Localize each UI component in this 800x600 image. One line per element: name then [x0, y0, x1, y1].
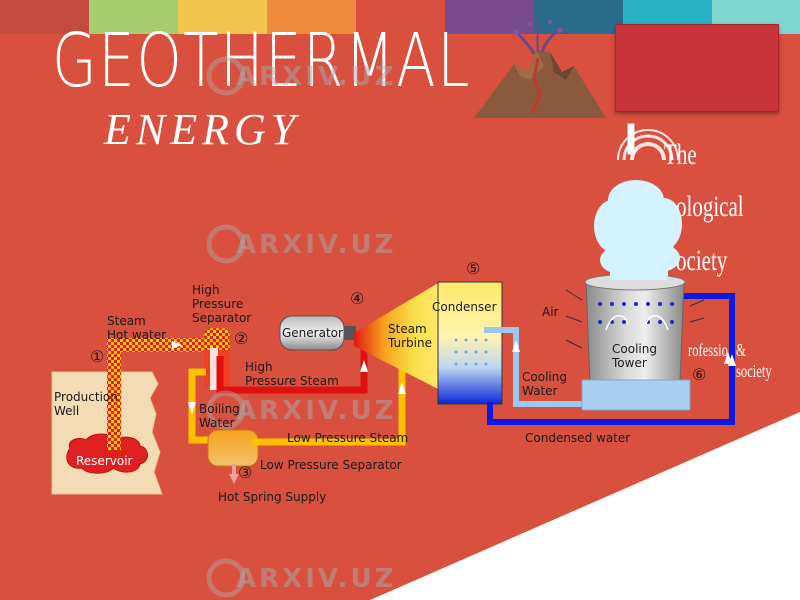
label-generator: Generator — [282, 326, 343, 340]
condenser — [437, 281, 503, 405]
label-low-pressure-separator: Low Pressure Separator — [260, 458, 402, 472]
label-cooling-water: Cooling Water — [522, 370, 567, 398]
steam-hot-water-pipe — [107, 338, 207, 352]
label-st-line-2: Turbine — [388, 336, 432, 350]
stripe-4 — [267, 0, 356, 34]
label-production-well: Production Well — [54, 390, 118, 418]
label-pw-line-2: Well — [54, 404, 80, 418]
label-ct-line-1: Cooling — [612, 342, 657, 356]
flow-arrow-1 — [172, 341, 182, 349]
slide-title: GEOTHERMAL — [52, 18, 471, 104]
society-emblem — [617, 123, 679, 161]
label-hps-line-3: Separator — [192, 311, 252, 325]
stripe-1 — [0, 0, 89, 34]
label-steam-turbine: Steam Turbine — [388, 322, 432, 350]
cooling-tower-basin — [581, 379, 691, 411]
label-steam-hot-water: Steam Hot water — [107, 314, 166, 342]
label-hps-line-1: High — [192, 283, 220, 297]
label-steam: Steam — [107, 314, 146, 328]
cooling-water-pipe — [484, 327, 586, 407]
label-pw-line-1: Production — [54, 390, 118, 404]
step-3-marker: ③ — [238, 463, 253, 482]
label-cooling-tower: Cooling Tower — [612, 342, 657, 370]
step-2-marker: ② — [234, 329, 249, 348]
watermark-line-2: ological — [676, 190, 744, 223]
stripe-6 — [445, 0, 534, 34]
label-cw-line-1: Cooling — [522, 370, 567, 384]
label-low-pressure-steam: Low Pressure Steam — [287, 431, 409, 445]
step-5-marker: ⑤ — [466, 259, 481, 278]
label-cw-line-2: Water — [522, 384, 558, 398]
label-high-pressure-separator: High Pressure Separator — [192, 283, 251, 325]
label-st-line-1: Steam — [388, 322, 427, 336]
watermark-text-3: ARXIV.UZ — [236, 396, 397, 426]
watermark-text-4: ARXIV.UZ — [236, 564, 397, 594]
label-bw-line-2: Water — [199, 416, 235, 430]
label-hpst-line-2: Pressure Steam — [245, 374, 339, 388]
watermark-line-3: ociety — [676, 244, 728, 277]
generator-shaft — [344, 326, 356, 340]
steam-turbine — [354, 282, 440, 390]
step-4-marker: ④ — [350, 289, 365, 308]
watermark-text-1: ARXIV.UZ — [236, 62, 397, 92]
step-6-marker: ⑥ — [692, 365, 707, 384]
steam-plume — [594, 180, 682, 280]
stripe-5 — [356, 0, 445, 34]
label-hps-line-2: Pressure — [192, 297, 244, 311]
label-hot-water: Hot water — [107, 328, 167, 342]
air-arrows-right — [689, 299, 705, 323]
stripe-3 — [178, 0, 267, 34]
label-condensed-water: Condensed water — [525, 431, 631, 445]
watermark-line-1: The — [664, 138, 697, 171]
label-high-pressure-steam: High Pressure Steam — [245, 360, 339, 388]
label-ct-line-2: Tower — [612, 356, 647, 370]
cooling-tower-droplets — [598, 302, 674, 324]
condenser-droplets — [454, 338, 488, 366]
label-boiling-water: Boiling Water — [199, 402, 240, 430]
stripe-2 — [89, 0, 178, 34]
label-condenser: Condenser — [432, 300, 497, 314]
watermark-text-2: ARXIV.UZ — [236, 230, 397, 260]
watermark-line-4: rofessio — [688, 340, 728, 360]
label-air: Air — [542, 305, 559, 319]
reservoir-shape — [66, 433, 148, 474]
production-well-pipe — [107, 338, 121, 450]
volcano-icon — [474, 17, 606, 118]
watermark-line-5: & society — [736, 340, 772, 381]
slide-subtitle: ENERGY — [104, 105, 301, 154]
decorative-red-box — [615, 24, 779, 112]
step-1-marker: ① — [90, 347, 105, 366]
label-reservoir: Reservoir — [76, 454, 133, 468]
air-arrows-left — [565, 289, 583, 349]
stripe-7 — [534, 0, 623, 34]
condensed-water-pipe — [487, 293, 735, 425]
label-hpst-line-1: High — [245, 360, 273, 374]
watermark-logos — [206, 56, 246, 598]
label-bw-line-1: Boiling — [199, 402, 240, 416]
label-hot-spring-supply: Hot Spring Supply — [218, 490, 327, 504]
